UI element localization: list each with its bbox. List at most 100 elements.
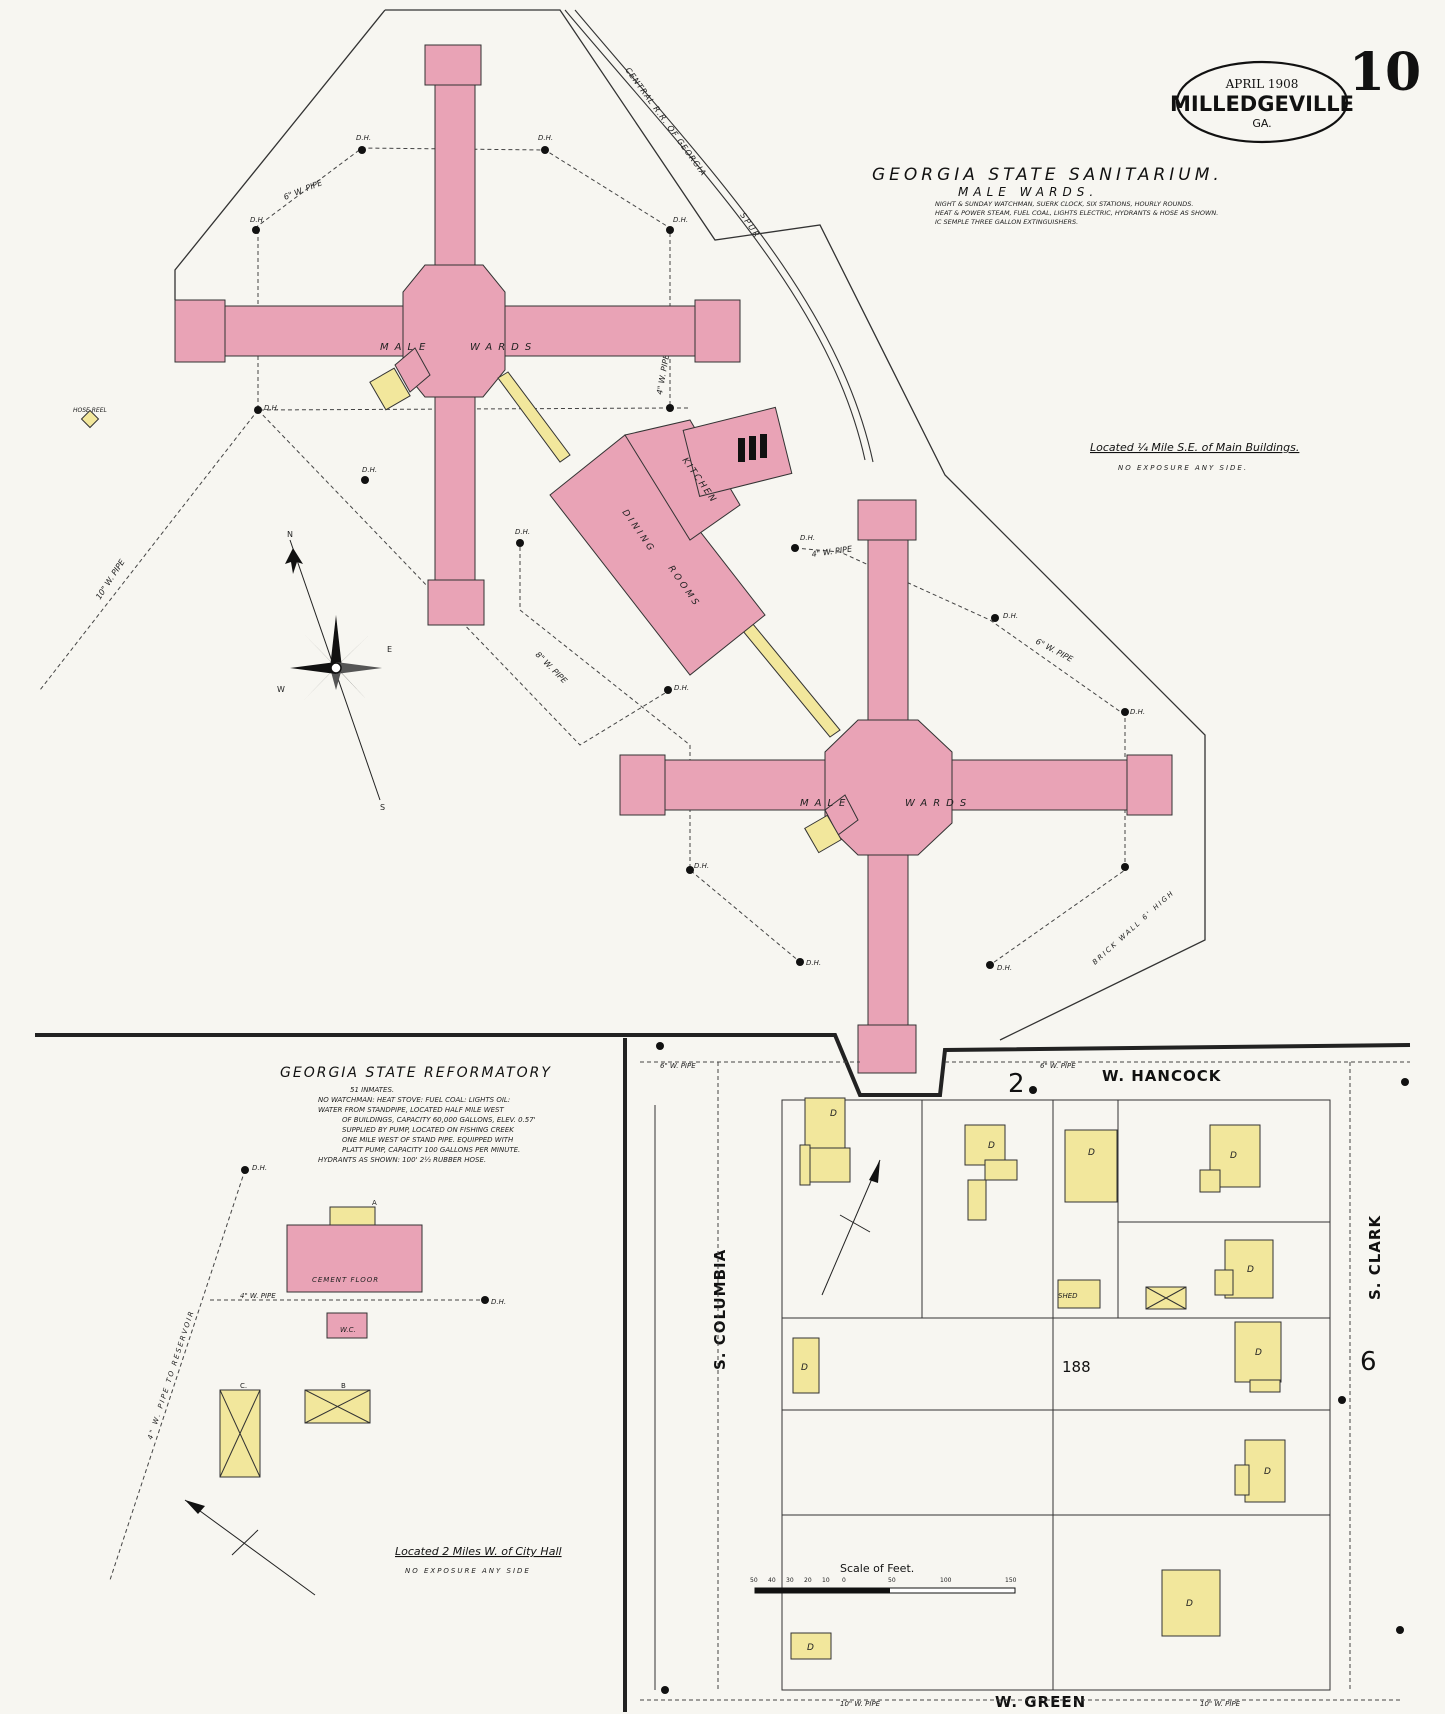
street-green: W. GREEN — [995, 1693, 1086, 1711]
sanitarium-note: HEAT & POWER STEAM, FUEL COAL, LIGHTS EL… — [935, 209, 1218, 217]
street-pipe-label: 10" W. PIPE — [1200, 1700, 1241, 1708]
dwelling-label: D — [1230, 1151, 1237, 1161]
building-c-label: C. — [240, 1382, 247, 1390]
dwelling-label: D — [1247, 1265, 1254, 1275]
hydrant-label: D.H. — [362, 466, 377, 474]
sanitarium-subtitle: MALE WARDS. — [958, 185, 1098, 199]
sheet-city: MILLEDGEVILLE — [1170, 92, 1354, 116]
sanitarium-title: GEORGIA STATE SANITARIUM. — [872, 165, 1223, 185]
reformatory-pipes — [109, 1169, 490, 1581]
reformatory-note: WATER FROM STANDPIPE, LOCATED HALF MILE … — [318, 1106, 504, 1114]
railroad-spur — [564, 9, 874, 463]
reformatory-pipe-label: 4" W. PIPE — [240, 1292, 276, 1300]
sanitarium-exposure: NO EXPOSURE ANY SIDE. — [1118, 464, 1248, 472]
hydrant-label: D.H. — [538, 134, 553, 142]
block-north-arrow — [821, 1159, 881, 1296]
hydrant-label: D.H. — [800, 534, 815, 542]
street-hydrants — [656, 1042, 1409, 1694]
hydrant-label: D.H. — [997, 964, 1012, 972]
reformatory-location: Located 2 Miles W. of City Hall — [395, 1545, 562, 1558]
reformatory-note: HYDRANTS AS SHOWN: 100' 2½ RUBBER HOSE. — [318, 1156, 486, 1164]
reformatory-note: ONE MILE WEST OF STAND PIPE. EQUIPPED WI… — [342, 1136, 514, 1144]
street-clark: S. CLARK — [1366, 1215, 1384, 1300]
compass-s: S — [380, 803, 385, 812]
wc-label: W.C. — [340, 1326, 356, 1334]
scale-bar — [754, 1587, 1016, 1594]
dwelling-label: D — [1186, 1599, 1193, 1609]
scale-tick: 30 — [786, 1577, 794, 1584]
hose-reel-label: HOSE REEL — [73, 407, 107, 414]
scale-tick: 20 — [804, 1577, 812, 1584]
building-b-label: B — [341, 1382, 346, 1390]
block-outline — [654, 1099, 1331, 1691]
street-pipe-label: 10" W. PIPE — [840, 1700, 881, 1708]
hose-reel-marker — [80, 409, 100, 429]
street-pipe-label: 6" W. PIPE — [660, 1062, 696, 1070]
hydrant-label: D.H. — [252, 1164, 267, 1172]
reformatory-buildings — [219, 1206, 423, 1478]
hydrant-label: D.H. — [1003, 612, 1018, 620]
scale-tick: 50 — [750, 1577, 758, 1584]
reformatory-hydrant — [241, 1166, 249, 1174]
hydrant-label: D.H. — [1130, 708, 1145, 716]
ward-label-male: MALE — [380, 342, 431, 353]
scale-tick: 10 — [822, 1577, 830, 1584]
dwelling-label: D — [1088, 1148, 1095, 1158]
scale-tick: 40 — [768, 1577, 776, 1584]
ward-porch-upper — [369, 367, 411, 411]
adjoining-sheet-right: 6 — [1360, 1347, 1377, 1377]
shed-label: SHED — [1058, 1292, 1078, 1300]
dwelling-label: D — [1255, 1348, 1262, 1358]
hydrant-label: D.H. — [674, 684, 689, 692]
hydrant-label: D.H. — [673, 216, 688, 224]
reformatory-note: SUPPLIED BY PUMP, LOCATED ON FISHING CRE… — [342, 1126, 515, 1134]
street-columbia: S. COLUMBIA — [711, 1249, 729, 1370]
shed-cross — [1145, 1286, 1187, 1310]
scale-title: Scale of Feet. — [840, 1562, 914, 1575]
reformatory-north-arrow — [184, 1499, 316, 1596]
cement-floor-label: CEMENT FLOOR — [312, 1276, 379, 1284]
dwelling-label: D — [801, 1363, 808, 1373]
sanitarium-location: Located ¼ Mile S.E. of Main Buildings. — [1090, 441, 1299, 454]
hydrant-label: D.H. — [250, 216, 265, 224]
ward-label-wards: WARDS — [905, 798, 972, 809]
ward-porch-lower — [804, 814, 842, 854]
hydrant-label: D.H. — [264, 404, 279, 412]
building-a-label: A — [372, 1199, 377, 1207]
reformatory-note: PLATT PUMP, CAPACITY 100 GALLONS PER MIN… — [342, 1146, 520, 1154]
title-cartouche — [1175, 60, 1349, 144]
reformatory-note: 51 INMATES. — [350, 1086, 394, 1094]
scale-tick: 50 — [888, 1577, 896, 1584]
dwelling-label: D — [830, 1109, 837, 1119]
dining-rooms-building — [549, 434, 766, 676]
reformatory-note: NO WATCHMAN: HEAT STOVE: FUEL COAL: LIGH… — [318, 1096, 510, 1104]
sanitarium-boundary — [174, 9, 1206, 1041]
walkway-upper — [497, 371, 571, 463]
compass-w: W — [277, 685, 285, 694]
sanitarium-note: NIGHT & SUNDAY WATCHMAN, SUERK CLOCK, SI… — [935, 200, 1193, 208]
hydrant-label: D.H. — [515, 528, 530, 536]
compass-rose — [285, 539, 382, 801]
adjoining-sheet-left: 2 — [1008, 1069, 1025, 1099]
dwelling-label: D — [807, 1643, 814, 1653]
compass-e: E — [387, 645, 392, 654]
street-pipe-label: 6" W. PIPE — [1040, 1062, 1076, 1070]
street-hancock: W. HANCOCK — [1102, 1067, 1222, 1085]
section-boundaries — [35, 1033, 1411, 1712]
hydrant-label: D.H. — [806, 959, 821, 967]
hydrants-sanitarium — [252, 146, 1129, 969]
sanitarium-note: IC SEMPLE THREE GALLON EXTINGUISHERS. — [935, 218, 1078, 226]
boiler-house — [682, 406, 793, 497]
kitchen-building — [624, 419, 741, 541]
dwelling-label: D — [988, 1141, 995, 1151]
reformatory-exposure: NO EXPOSURE ANY SIDE — [405, 1567, 531, 1575]
dwellings — [790, 1097, 1286, 1660]
street-pipes — [640, 1061, 1410, 1701]
scale-tick: 150 — [1005, 1577, 1017, 1584]
hydrant-label: D.H. — [356, 134, 371, 142]
reformatory-hydrant — [481, 1296, 489, 1304]
sheet-number: 10 — [1349, 42, 1421, 103]
male-ward-upper — [174, 44, 741, 626]
